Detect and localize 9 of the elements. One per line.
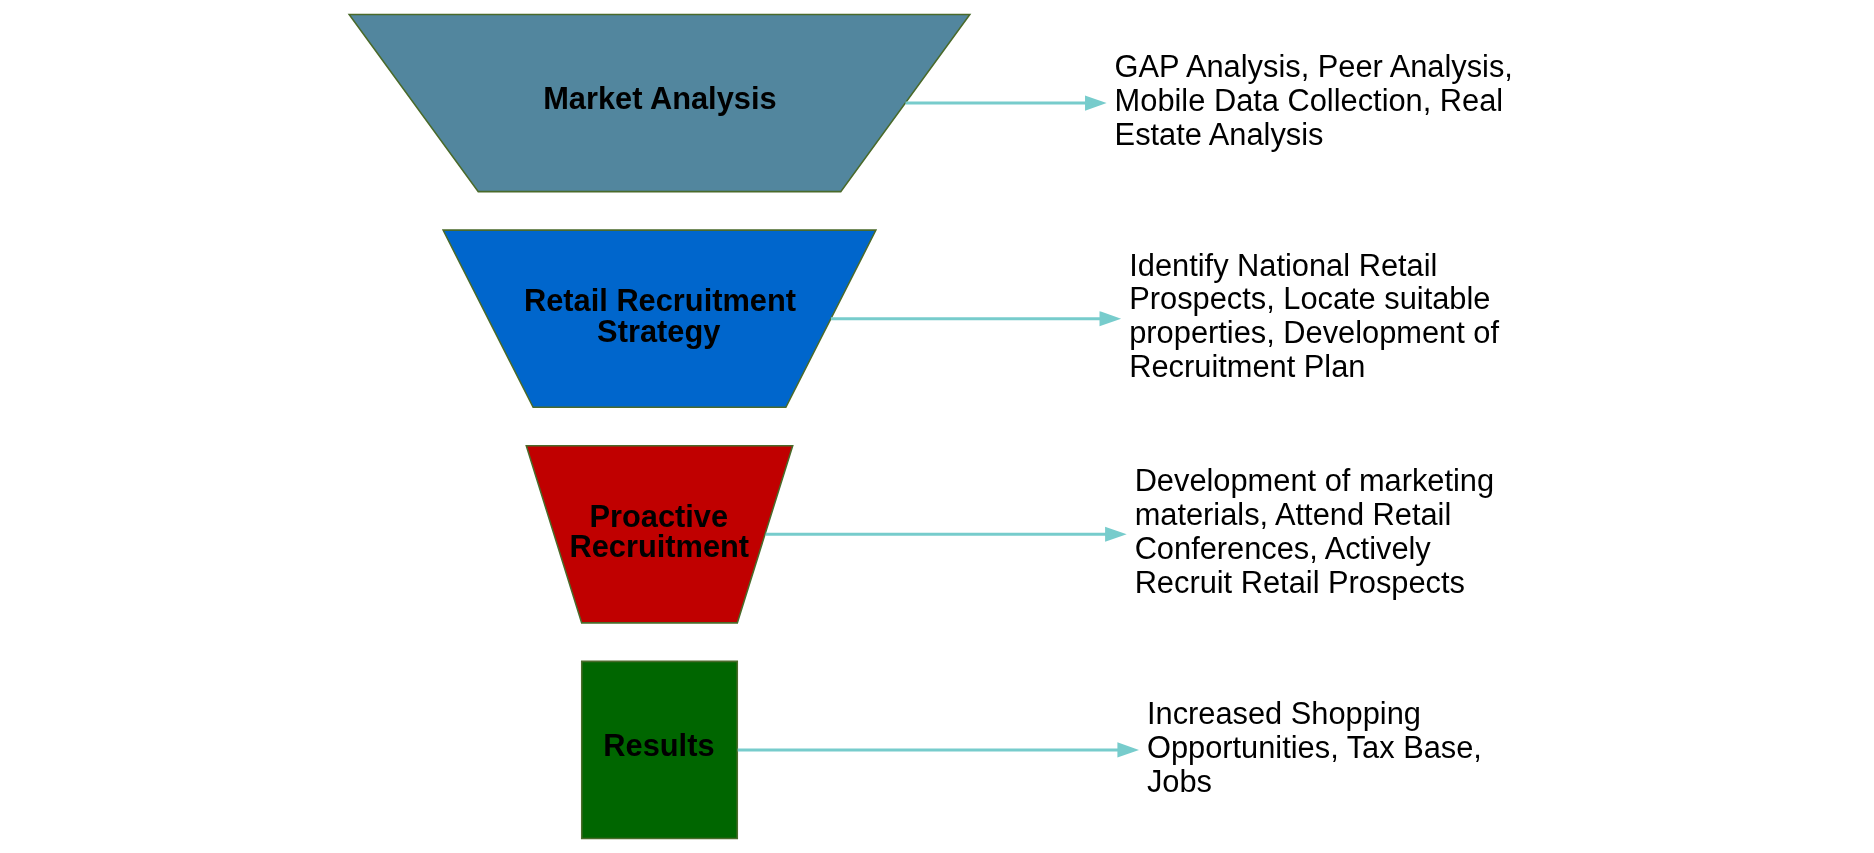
node-text: Identify National Retail Prospects, Locate suitable properties, Development of Recruitment Plan	[1128, 247, 1499, 385]
node-box: Results	[580, 660, 738, 840]
node-text: Increased Shopping Opportunities, Tax Base, Jobs	[1146, 695, 1482, 799]
node-text: Development of marketing materials, Attend Retail Conferences, Actively Recruit Retail Prospects	[1134, 463, 1494, 600]
arrow	[765, 526, 1127, 542]
arrow	[737, 742, 1139, 758]
node-text: GAP Analysis, Peer Analysis, Mobile Data Collection, Real Estate Analysis	[1114, 48, 1513, 152]
arrow	[905, 95, 1107, 111]
arrow	[830, 311, 1121, 327]
